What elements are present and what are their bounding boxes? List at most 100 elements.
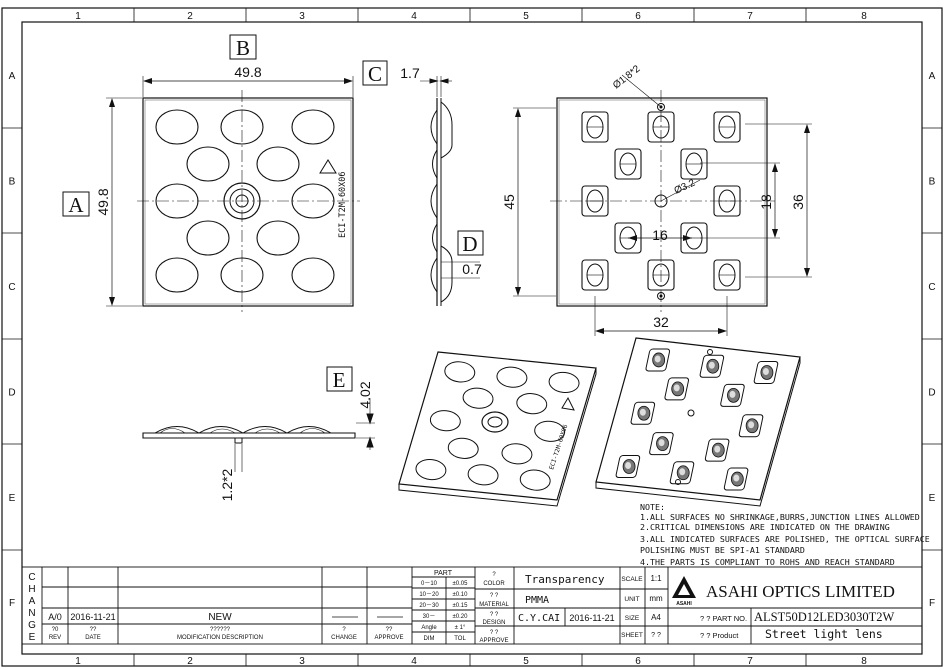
svg-text:DESIGN: DESIGN (482, 620, 505, 626)
frame-col-label: 5 (523, 656, 529, 667)
svg-text:±0.15: ±0.15 (453, 603, 469, 609)
frame-row-label: E (929, 493, 936, 504)
design-date: 2016-11-21 (569, 613, 614, 623)
part-no: ALST50D12LED3030T2W (754, 610, 894, 624)
svg-text:20－30: 20－30 (419, 603, 439, 609)
frame-col-label: 6 (635, 656, 641, 667)
note-line-1: 1.ALL SURFACES NO SHRINKAGE,BURRS,JUNCTI… (640, 512, 920, 522)
svg-text:??????: ?????? (210, 627, 231, 633)
notes: NOTE: 1.ALL SURFACES NO SHRINKAGE,BURRS,… (640, 502, 930, 567)
svg-text:? ?: ? ? (651, 632, 661, 639)
product-label: ? ? Product (700, 631, 739, 640)
center-hole-dim: Ø3.2 (673, 177, 698, 196)
asahi-logo-icon: ASAHI (672, 576, 696, 607)
svg-text:?: ? (342, 627, 346, 633)
frame-col-label: 1 (75, 656, 81, 667)
frame-col-label: 3 (299, 656, 305, 667)
designer-value: C.Y.CAI (518, 613, 560, 624)
rev-date: 2016-11-21 (70, 612, 115, 622)
svg-text:C: C (28, 572, 35, 583)
height-dimension: 49.8 (95, 188, 111, 215)
svg-text:10－20: 10－20 (419, 592, 439, 598)
frame-col-label: 2 (187, 656, 193, 667)
frame-col-label: 1 (75, 11, 81, 22)
svg-text:??: ?? (90, 627, 97, 633)
frame-row-label: D (8, 388, 15, 399)
iso-front-view (398, 351, 597, 507)
frame-grid-ticks (2, 8, 942, 666)
svg-text:?: ? (492, 572, 496, 578)
triangle-mark-icon (319, 159, 337, 174)
view-label-e: E (333, 368, 346, 392)
svg-text:REV: REV (49, 635, 61, 641)
front-plate-outline (142, 97, 354, 307)
frame-row-label: C (8, 282, 15, 293)
sheet-info: SCALE 1:1 UNIT mm SIZE A4 SHEET ? ? (621, 574, 663, 639)
company-name: ASAHI OPTICS LIMITED (706, 582, 895, 601)
svg-text:H: H (28, 584, 35, 595)
front-lens (186, 146, 230, 182)
iso-back-view (595, 337, 801, 507)
side-dome-profiles (430, 101, 453, 303)
pin-dim: 1.2*2 (219, 468, 235, 501)
front-lens (256, 146, 300, 182)
svg-text:±0.20: ±0.20 (453, 614, 469, 620)
front-lens (291, 109, 335, 145)
front-engraving: ECI-T2M-60X06 (338, 171, 348, 238)
view-e-edge (142, 398, 375, 472)
note-line-4: POLISHING MUST BE SPI-A1 STANDARD (640, 545, 805, 555)
front-lens (186, 220, 230, 256)
led-pocket (614, 148, 642, 180)
rev-description: NEW (208, 612, 232, 623)
frame-row-label: D (928, 388, 935, 399)
history-headers: ?0 REV ?? DATE ?????? MODIFICATION DESCR… (49, 627, 404, 641)
svg-text:mm: mm (649, 594, 663, 603)
led-pocket (680, 148, 708, 180)
svg-text:DATE: DATE (85, 635, 101, 641)
svg-text:A4: A4 (651, 613, 661, 622)
svg-text:SCALE: SCALE (621, 576, 643, 583)
svg-text:SIZE: SIZE (625, 615, 640, 622)
part-no-label: ? ? PART NO. (700, 614, 747, 623)
frame-col-label: 4 (411, 656, 417, 667)
frame-col-label: 8 (861, 11, 867, 22)
svg-text:1:1: 1:1 (650, 574, 662, 583)
frame-row-label: F (929, 598, 935, 609)
product-name: Street light lens (765, 627, 883, 641)
svg-text:? ?: ? ? (490, 593, 499, 599)
svg-text:APPROVE: APPROVE (374, 635, 403, 641)
edge-height-dim: 4.02 (357, 381, 373, 408)
led-pocket (713, 111, 741, 143)
field-labels: ? COLOR ? ? MATERIAL ? ? DESIGN ? ? APPR… (479, 572, 509, 644)
side-thickness-dim: 1.7 (400, 65, 420, 81)
note-line-5: 4.THE PARTS IS COMPLIANT TO ROHS AND REA… (640, 557, 895, 567)
svg-text:30－: 30－ (423, 614, 436, 620)
svg-text:SHEET: SHEET (621, 632, 643, 639)
svg-text:G: G (28, 620, 36, 631)
frame-col-label: 2 (187, 11, 193, 22)
tolerance-table: PART 0－10 ±0.05 10－20 ±0.10 20－30 ±0.15 … (419, 570, 468, 642)
svg-text:DIM: DIM (424, 636, 435, 642)
svg-text:? ?: ? ? (490, 612, 499, 618)
pin-hole-dim: Ø1.8*2 (611, 63, 643, 91)
svg-text:?0: ?0 (52, 627, 59, 633)
frame-row-label: B (9, 177, 16, 188)
svg-text:N: N (28, 608, 35, 619)
svg-text:COLOR: COLOR (483, 581, 505, 587)
front-plate-inner (144, 99, 352, 305)
frame-row-label: C (928, 282, 935, 293)
svg-text:CHANGE: CHANGE (331, 635, 357, 641)
color-value: Transparency (525, 573, 605, 586)
frame-col-label: 8 (861, 656, 867, 667)
front-lens (256, 220, 300, 256)
rev-value: A/0 (48, 612, 62, 622)
svg-text:E: E (29, 632, 36, 643)
notes-title: NOTE: (640, 502, 665, 512)
frame-row-label: B (929, 177, 936, 188)
iso-front-engraving: ECI-T2M-60X06 (548, 423, 569, 470)
frame-col-label: 6 (635, 11, 641, 22)
dim-16: 16 (652, 227, 668, 243)
material-value: PMMA (525, 595, 549, 606)
svg-text:??: ?? (386, 627, 393, 633)
dim-32: 32 (653, 314, 669, 330)
